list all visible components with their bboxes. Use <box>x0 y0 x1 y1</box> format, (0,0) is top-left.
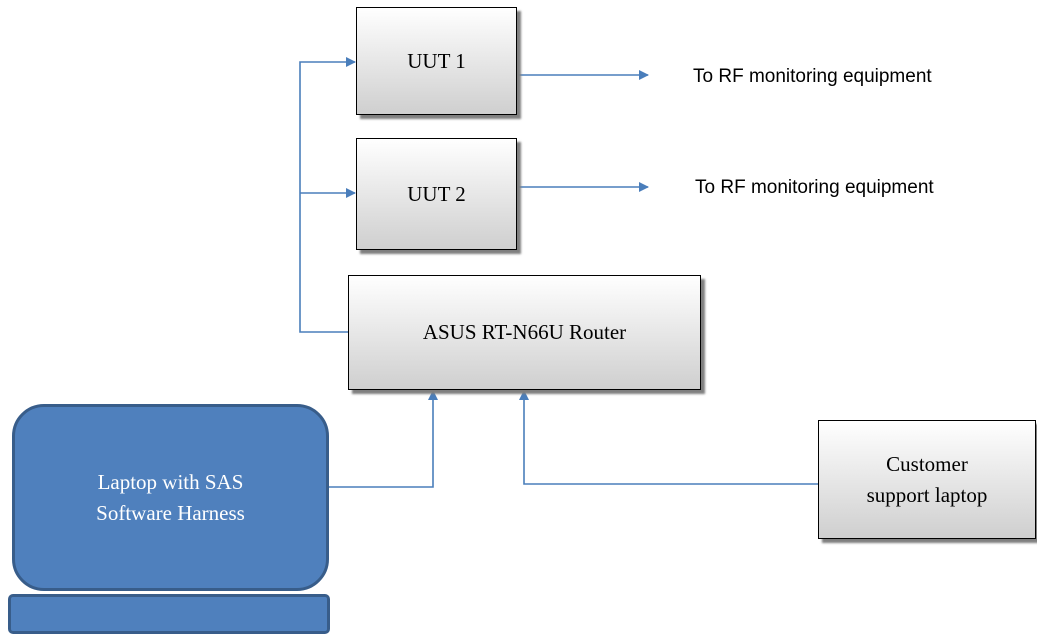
laptop-label: Laptop with SAS Software Harness <box>96 470 245 525</box>
laptop-screen: Laptop with SAS Software Harness <box>12 404 329 591</box>
uut2-box: UUT 2 <box>356 138 517 250</box>
router-box: ASUS RT-N66U Router <box>348 275 701 390</box>
laptop-base <box>8 594 330 634</box>
uut2-label: UUT 2 <box>407 181 466 206</box>
uut2-output-label: To RF monitoring equipment <box>695 177 934 198</box>
uut1-output-label: To RF monitoring equipment <box>693 66 932 87</box>
support-laptop-label: Customer support laptop <box>866 452 988 507</box>
edge-router-to-uut1 <box>299 57 356 333</box>
router-label: ASUS RT-N66U Router <box>422 320 627 344</box>
support-laptop-box: Customer support laptop <box>818 420 1036 539</box>
edge-laptop-to-router <box>328 390 438 488</box>
edge-support-to-router <box>519 390 818 485</box>
uut1-box: UUT 1 <box>356 7 517 115</box>
uut1-label: UUT 1 <box>407 48 466 73</box>
